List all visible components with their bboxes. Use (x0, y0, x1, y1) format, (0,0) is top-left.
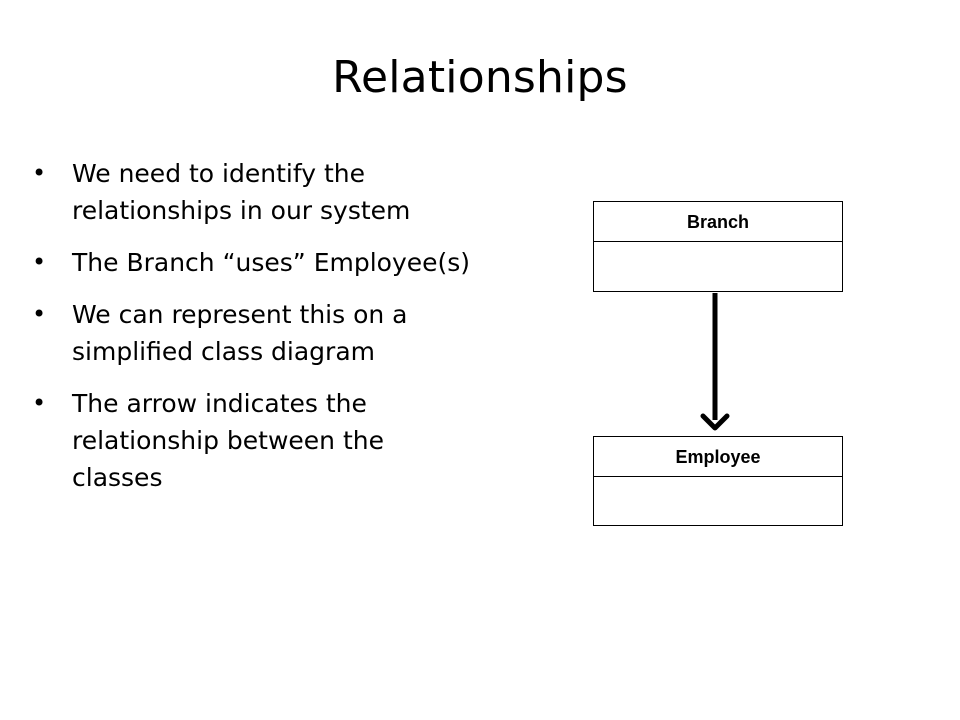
bullet-item: • We can represent this on a simplified … (32, 296, 552, 370)
bullet-list: • We need to identify the relationships … (32, 155, 552, 511)
bullet-item: • The Branch “uses” Employee(s) (32, 244, 552, 281)
bullet-dot-icon: • (32, 248, 47, 276)
slide-title: Relationships (332, 52, 628, 103)
class-body-branch (594, 242, 842, 290)
class-name-branch: Branch (594, 202, 842, 242)
bullet-item: • The arrow indicates the relationship b… (32, 385, 552, 496)
bullet-text: The Branch “uses” Employee(s) (72, 248, 471, 277)
class-box-branch: Branch (593, 201, 843, 292)
class-box-employee: Employee (593, 436, 843, 526)
bullet-dot-icon: • (32, 300, 47, 328)
bullet-dot-icon: • (32, 159, 47, 187)
bullet-text: We need to identify the relationships in… (72, 159, 411, 225)
bullet-dot-icon: • (32, 389, 47, 417)
class-name-employee: Employee (594, 437, 842, 477)
class-body-employee (594, 477, 842, 525)
bullet-text: The arrow indicates the relationship bet… (72, 389, 384, 492)
bullet-text: We can represent this on a simplified cl… (72, 300, 408, 366)
bullet-item: • We need to identify the relationships … (32, 155, 552, 229)
arrowhead-icon (700, 413, 730, 431)
